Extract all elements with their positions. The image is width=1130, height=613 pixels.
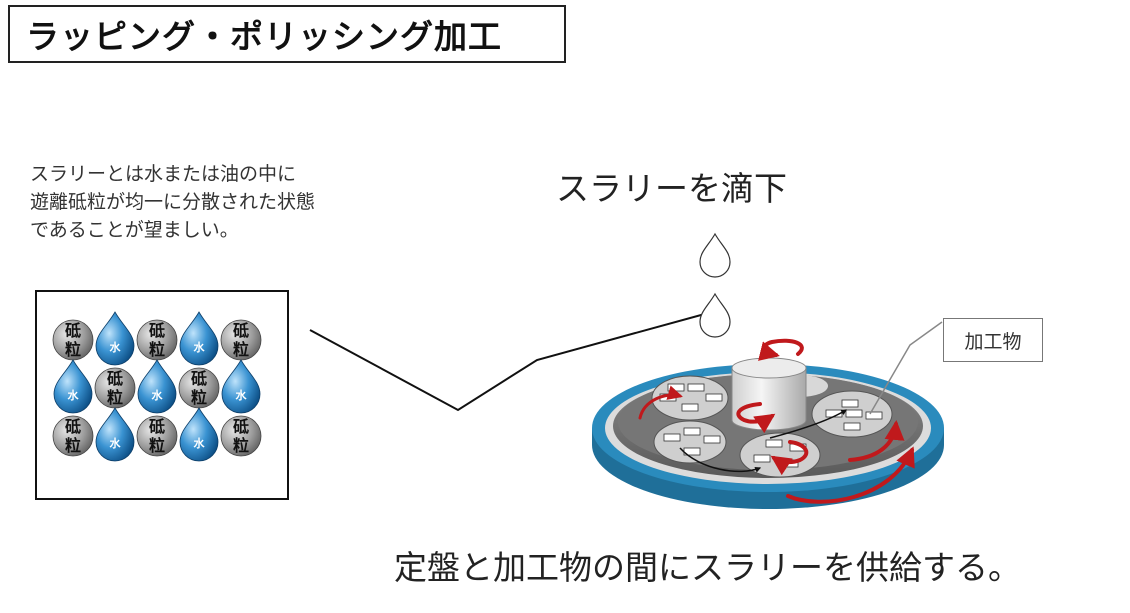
abrasive-grain-icon: 砥粒	[52, 415, 94, 457]
water-drop-icon: 水	[53, 359, 93, 414]
slurry-note: スラリーとは水または油の中に 遊離砥粒が均一に分散された状態 であることが望まし…	[30, 160, 410, 244]
abrasive-label: 砥	[149, 417, 165, 436]
note-line: であることが望ましい。	[30, 219, 239, 241]
water-drop-icon: 水	[95, 311, 135, 366]
water-label: 水	[152, 388, 164, 402]
water-label: 水	[194, 340, 206, 354]
abrasive-label: 砥	[149, 321, 165, 340]
workpiece-carrier	[653, 420, 727, 464]
abrasive-grain-icon: 砥粒	[220, 319, 262, 361]
abrasive-grain-icon: 砥粒	[136, 319, 178, 361]
abrasive-grain-icon: 砥粒	[52, 319, 94, 361]
water-label: 水	[194, 436, 206, 450]
abrasive-label: 粒	[149, 436, 165, 455]
workpiece-callout: 加工物	[943, 318, 1043, 362]
workpiece-carrier	[651, 375, 729, 421]
abrasive-label: 砥	[191, 369, 207, 388]
abrasive-label: 粒	[191, 388, 207, 407]
water-drop-icon: 水	[95, 407, 135, 462]
flow-arrows	[679, 409, 848, 473]
abrasive-grain-icon: 砥粒	[94, 367, 136, 409]
abrasive-label: 砥	[233, 417, 249, 436]
workpiece-carrier	[811, 390, 893, 438]
note-line: スラリーとは水または油の中に	[30, 163, 297, 185]
abrasive-grain-icon: 砥粒	[178, 367, 220, 409]
center-spindle	[731, 357, 807, 431]
slurry-grid: 砥粒水砥粒水砥粒水砥粒水砥粒水砥粒水砥粒水砥粒	[52, 311, 262, 462]
water-drop-icon: 水	[221, 359, 261, 414]
water-label: 水	[68, 388, 80, 402]
abrasive-label: 粒	[233, 436, 249, 455]
abrasive-label: 砥	[65, 417, 81, 436]
abrasive-label: 粒	[65, 436, 81, 455]
abrasive-label: 粒	[65, 340, 81, 359]
callout-leader	[869, 321, 943, 415]
note-line: 遊離砥粒が均一に分散された状態	[30, 191, 316, 213]
abrasive-label: 砥	[233, 321, 249, 340]
water-drop-icon: 水	[179, 311, 219, 366]
abrasive-grain-icon: 砥粒	[136, 415, 178, 457]
abrasive-label: 粒	[149, 340, 165, 359]
slurry-drop-icon	[699, 232, 731, 278]
page-title: ラッピング・ポリッシング加工	[8, 5, 566, 63]
connector-line	[309, 311, 713, 412]
abrasive-label: 砥	[65, 321, 81, 340]
slurry-drop-icon	[699, 292, 731, 338]
abrasive-label: 粒	[233, 340, 249, 359]
bottom-caption: 定盤と加工物の間にスラリーを供給する。	[394, 548, 1021, 587]
abrasive-label: 粒	[107, 388, 123, 407]
water-label: 水	[110, 340, 122, 354]
drip-label: スラリーを滴下	[556, 169, 787, 208]
water-drop-icon: 水	[137, 359, 177, 414]
water-label: 水	[236, 388, 248, 402]
water-label: 水	[110, 436, 122, 450]
abrasive-label: 砥	[107, 369, 123, 388]
rotation-arrows	[638, 338, 915, 504]
abrasive-grain-icon: 砥粒	[220, 415, 262, 457]
water-drop-icon: 水	[179, 407, 219, 462]
